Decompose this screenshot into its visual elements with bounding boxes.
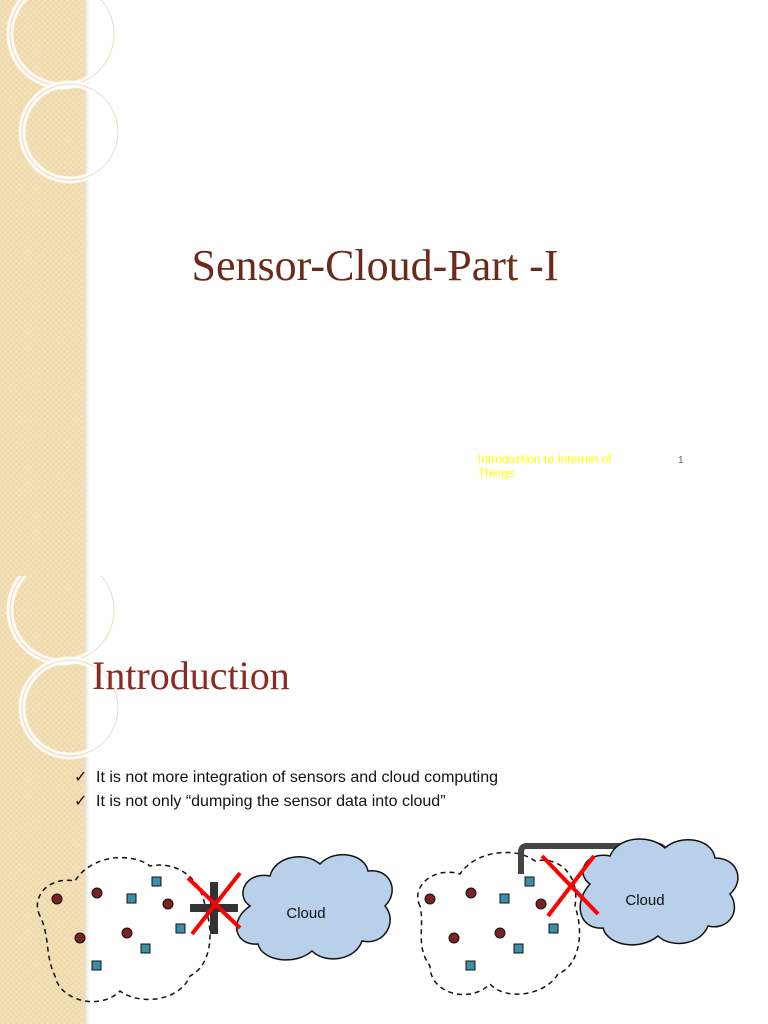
slide-1: Sensor-Cloud-Part -I Introduction to Int… bbox=[0, 0, 684, 576]
checkmark-icon: ✓ bbox=[74, 769, 88, 786]
checkmark-icon: ✓ bbox=[74, 793, 88, 810]
bullet-item: ✓ It is not more integration of sensors a… bbox=[74, 766, 498, 790]
network-boundary bbox=[36, 856, 211, 1003]
sensor-node bbox=[121, 927, 133, 939]
red-cross-icon bbox=[540, 854, 600, 918]
slide-2: Introduction ✓ It is not more integration… bbox=[0, 576, 768, 1024]
red-cross-icon bbox=[186, 871, 242, 936]
cloud-label: Cloud bbox=[286, 905, 325, 922]
left-cloud-icon: Cloud bbox=[235, 853, 393, 961]
bullet-list: ✓ It is not more integration of sensors a… bbox=[74, 766, 498, 814]
sensor-node bbox=[162, 898, 174, 910]
sensor-cloud-diagram: Cloud Cloud bbox=[36, 838, 739, 1003]
slide-title: Sensor-Cloud-Part -I bbox=[191, 241, 559, 290]
right-sensor-network bbox=[417, 851, 581, 996]
sensor-node bbox=[91, 960, 102, 971]
decorative-side-band bbox=[0, 576, 84, 1024]
page-number: 1 bbox=[678, 455, 684, 466]
decorative-rings-icon bbox=[6, 576, 120, 760]
section-title: Introduction bbox=[92, 653, 290, 698]
side-band-shadow bbox=[84, 576, 90, 1024]
left-sensor-network bbox=[36, 856, 211, 1003]
sensor-node bbox=[74, 932, 86, 944]
sensor-node bbox=[126, 893, 137, 904]
side-band-shadow bbox=[84, 0, 90, 576]
sensor-node bbox=[499, 893, 510, 904]
sensor-node bbox=[465, 960, 476, 971]
sensor-node bbox=[535, 898, 547, 910]
slide-footer: Introduction to Internet of Things bbox=[478, 452, 612, 480]
bullet-text: It is not only “dumping the sensor data … bbox=[96, 793, 446, 810]
sensor-node bbox=[91, 887, 103, 899]
sensor-node bbox=[140, 943, 151, 954]
sensor-node bbox=[424, 893, 436, 905]
sensor-node bbox=[513, 943, 524, 954]
bullet-text: It is not more integration of sensors an… bbox=[96, 769, 498, 786]
bullet-item: ✓ It is not only “dumping the sensor data… bbox=[74, 790, 498, 814]
sensor-node bbox=[175, 923, 186, 934]
sensor-node bbox=[548, 923, 559, 934]
sensor-node bbox=[524, 876, 535, 887]
sensor-node bbox=[465, 887, 477, 899]
sensor-node bbox=[51, 893, 63, 905]
sensor-node bbox=[151, 876, 162, 887]
decorative-rings-icon bbox=[6, 0, 120, 184]
cloud-label: Cloud bbox=[625, 892, 664, 909]
network-boundary bbox=[417, 851, 581, 996]
sensor-node bbox=[494, 927, 506, 939]
sensor-node bbox=[448, 932, 460, 944]
right-cloud-icon: Cloud bbox=[579, 838, 739, 946]
